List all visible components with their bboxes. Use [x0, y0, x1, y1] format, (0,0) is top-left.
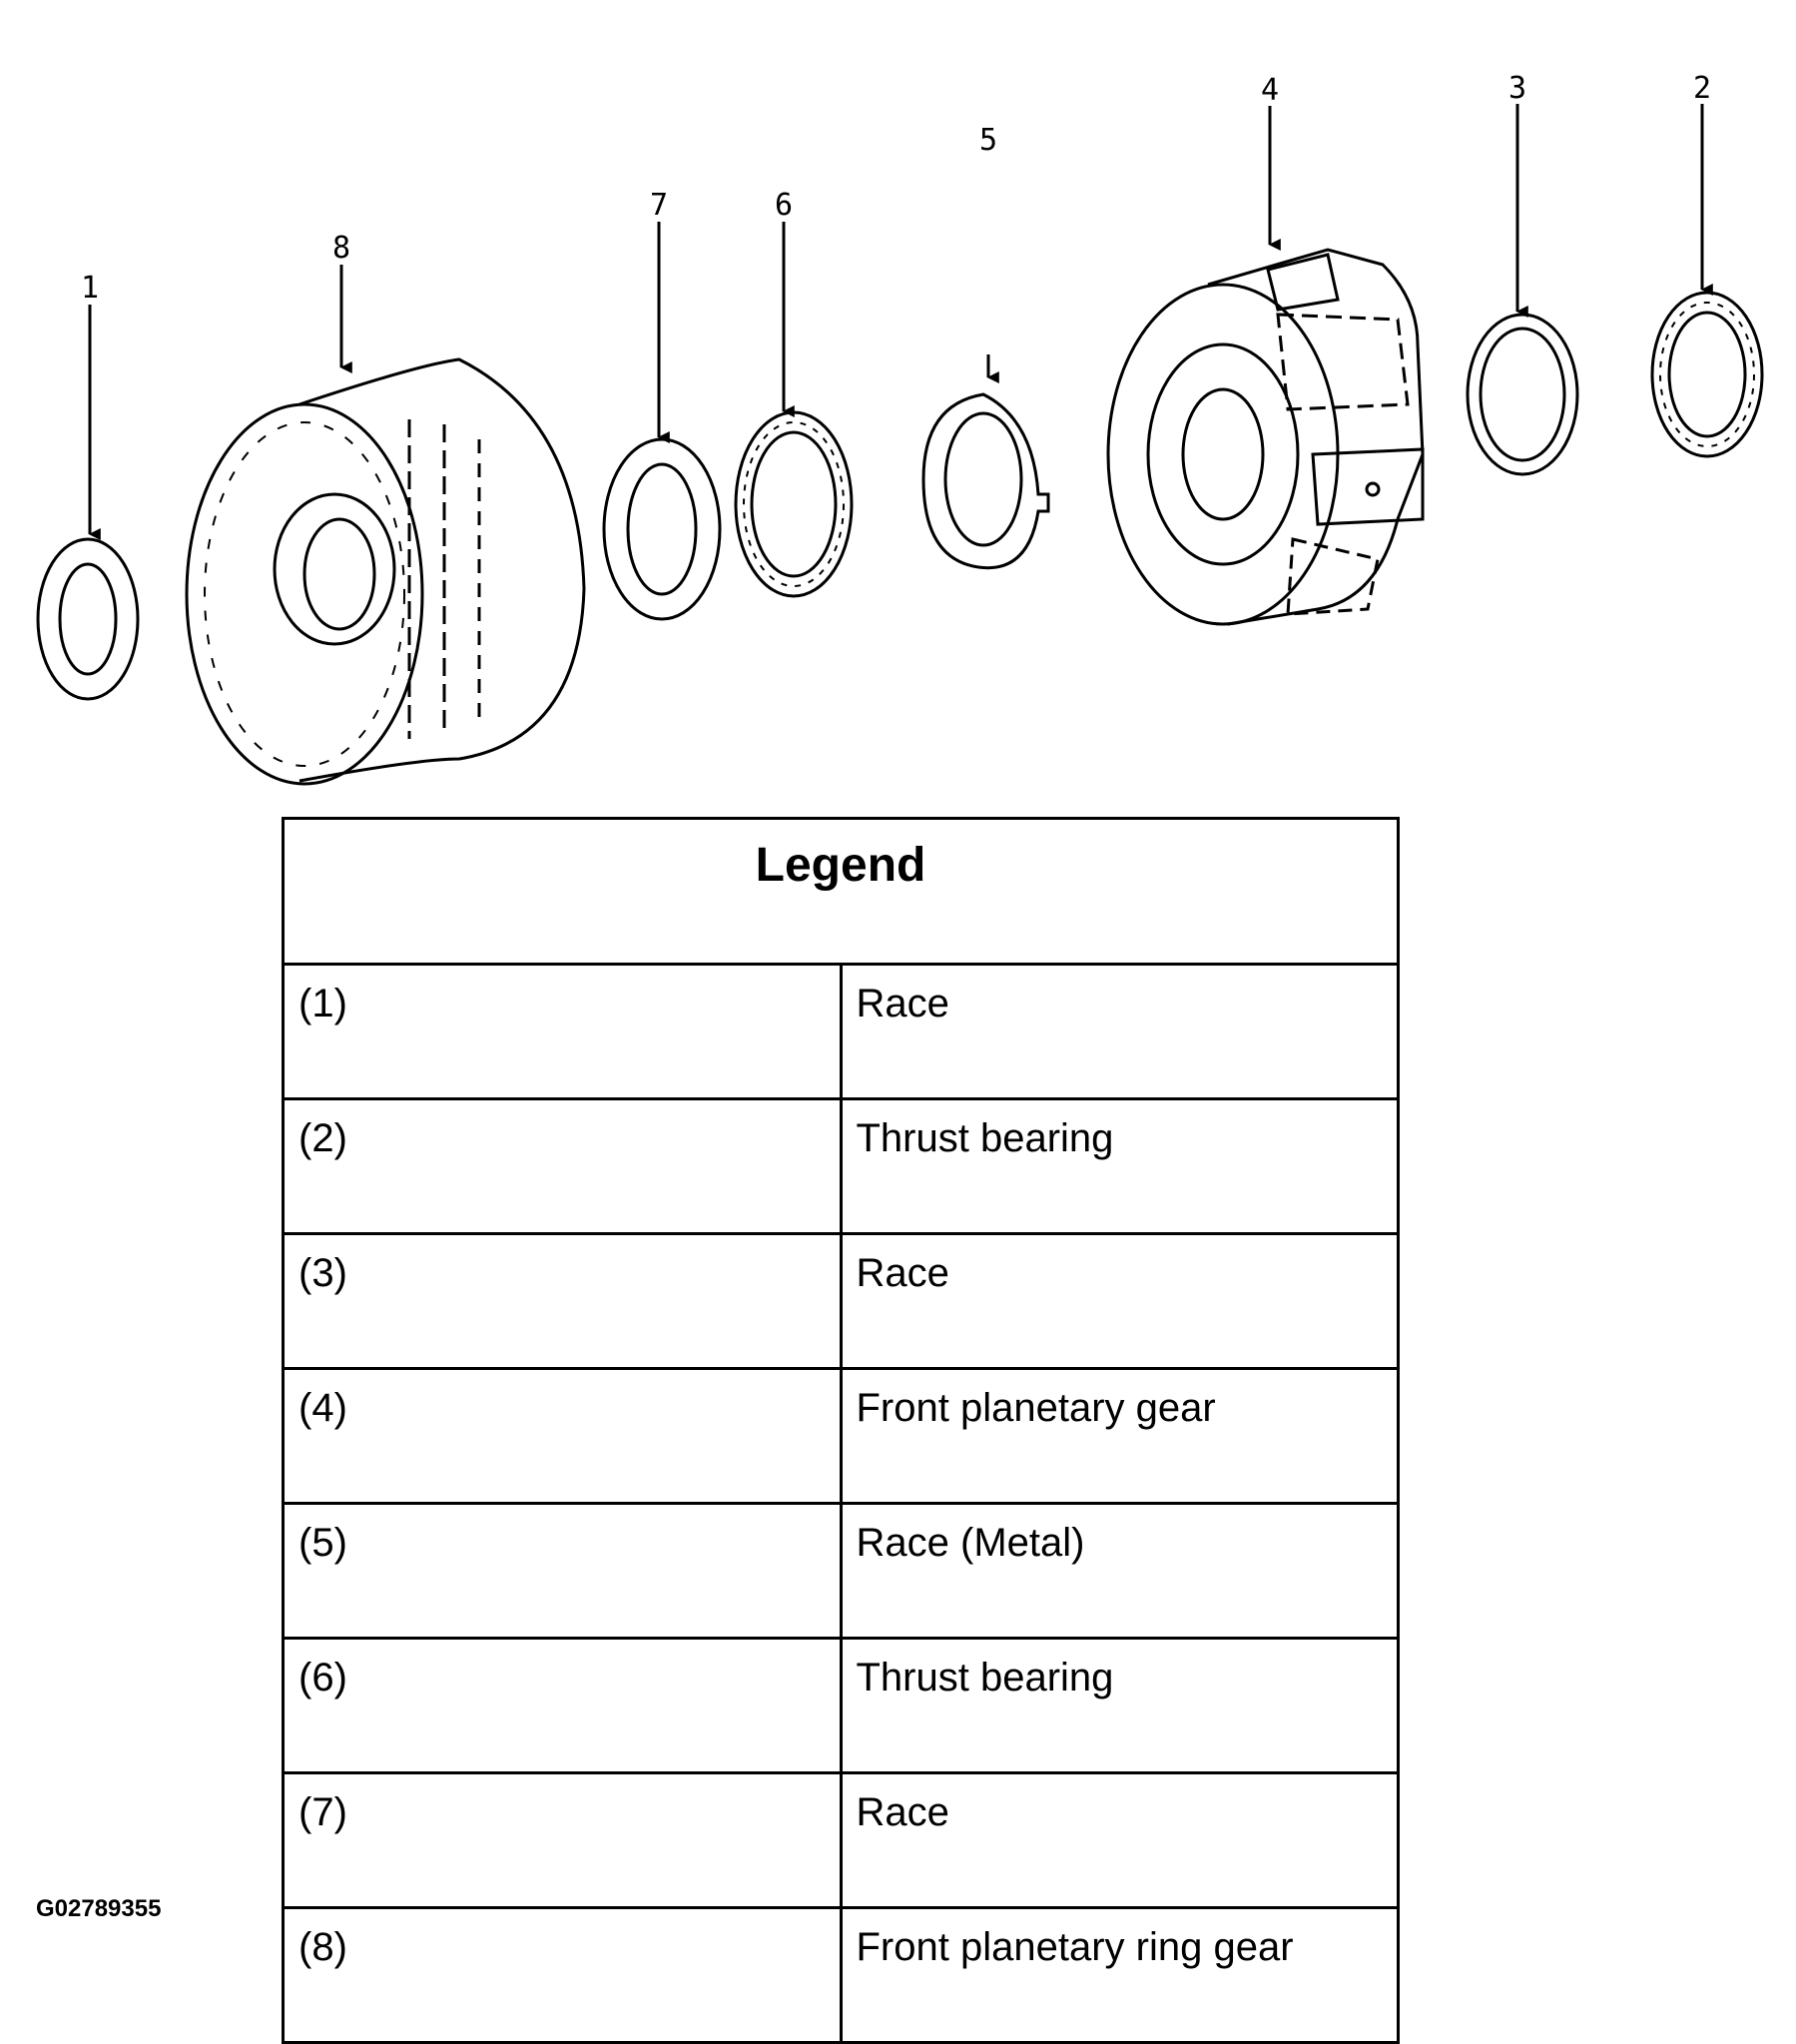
legend-table: Legend (1) Race (2) Thrust bearing (3) R… [282, 817, 1400, 2044]
exploded-parts-diagram: 1 8 7 6 5 4 3 2 [36, 71, 1764, 786]
callout-1: 1 [81, 271, 99, 306]
legend-description: Race [841, 1772, 1399, 1909]
part-1-race [36, 537, 140, 701]
legend-row: (3) Race [283, 1233, 1399, 1370]
part-8-ring-gear [185, 357, 586, 786]
legend-number: (4) [283, 1368, 843, 1505]
part-2-thrust-bearing [1650, 291, 1764, 458]
part-7-race [602, 437, 722, 621]
callout-4: 4 [1261, 73, 1279, 108]
legend-row: (4) Front planetary gear [283, 1368, 1399, 1505]
callout-3: 3 [1508, 71, 1526, 106]
legend-number: (2) [283, 1098, 843, 1235]
legend-row: (5) Race (Metal) [283, 1503, 1399, 1640]
legend-number: (3) [283, 1233, 843, 1370]
legend-description: Thrust bearing [841, 1098, 1399, 1235]
part-4-planetary-gear [1106, 248, 1425, 626]
legend-row: (1) Race [283, 964, 1399, 1100]
callout-2: 2 [1693, 71, 1711, 106]
callout-6: 6 [775, 188, 793, 223]
legend-number: (1) [283, 964, 843, 1100]
image-code: G02789355 [36, 1895, 162, 1922]
legend-row: (8) Front planetary ring gear [283, 1907, 1399, 2043]
legend-row: (7) Race [283, 1772, 1399, 1909]
legend-number: (6) [283, 1638, 843, 1774]
legend-description: Race [841, 964, 1399, 1100]
callout-5: 5 [979, 123, 997, 158]
legend-description: Front planetary gear [841, 1368, 1399, 1505]
legend-row: (2) Thrust bearing [283, 1098, 1399, 1235]
legend-number: (8) [283, 1907, 843, 2043]
callout-8: 8 [332, 231, 350, 266]
part-5-race-metal [921, 392, 1050, 570]
legend-title: Legend [283, 818, 1399, 966]
part-3-race [1466, 313, 1579, 476]
callout-7: 7 [650, 188, 668, 223]
legend-description: Race (Metal) [841, 1503, 1399, 1640]
legend-number: (5) [283, 1503, 843, 1640]
legend-description: Front planetary ring gear [856, 1925, 1294, 1969]
part-6-thrust-bearing [734, 410, 854, 598]
legend-description: Race [841, 1233, 1399, 1370]
legend-description: Thrust bearing [841, 1638, 1399, 1774]
legend-number: (7) [283, 1772, 843, 1909]
legend-row: (6) Thrust bearing [283, 1638, 1399, 1774]
